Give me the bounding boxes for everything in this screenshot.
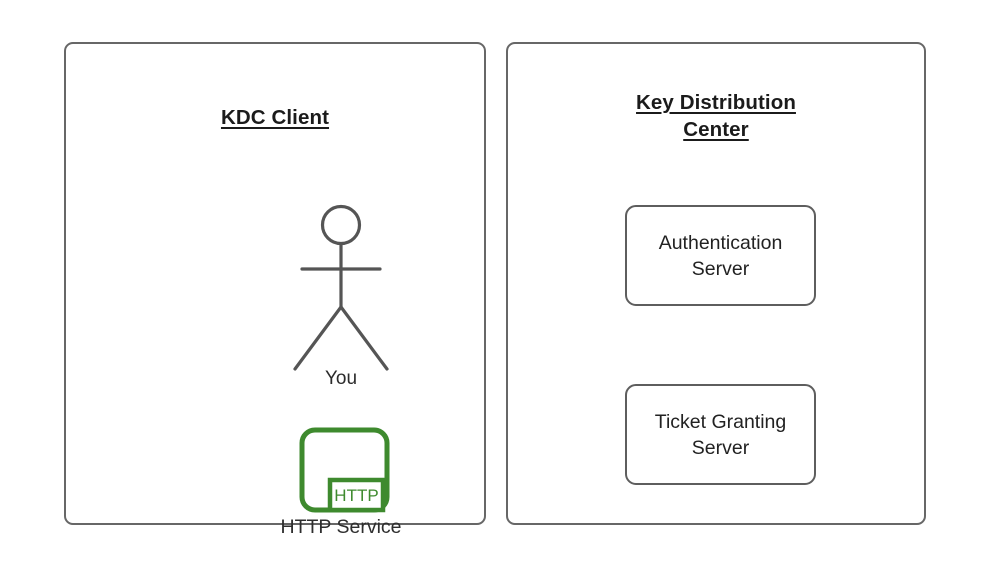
kdc-title-line-2: Center [683, 118, 749, 141]
actor-you: You [271, 199, 411, 399]
ticket-granting-server-label: Ticket Granting Server [654, 410, 787, 459]
kdc-title-line-1: Key Distribution [636, 91, 796, 114]
authentication-server-label: Authentication Server [658, 231, 783, 280]
http-service-label: HTTP Service [280, 516, 402, 538]
ticket-granting-server-box[interactable]: Ticket Granting Server [625, 384, 816, 485]
http-service: HTTP HTTP Service [271, 422, 411, 542]
http-badge-text: HTTP [334, 486, 378, 505]
authentication-server-box[interactable]: Authentication Server [625, 205, 816, 306]
kdc-client-panel: KDC Client You [64, 42, 486, 538]
actor-label: You [324, 368, 358, 389]
http-service-icon: HTTP [299, 427, 390, 513]
key-distribution-center-title: Key Distribution Center [508, 89, 924, 143]
stick-figure-user-icon [293, 204, 389, 371]
kdc-client-title: KDC Client [220, 106, 330, 129]
